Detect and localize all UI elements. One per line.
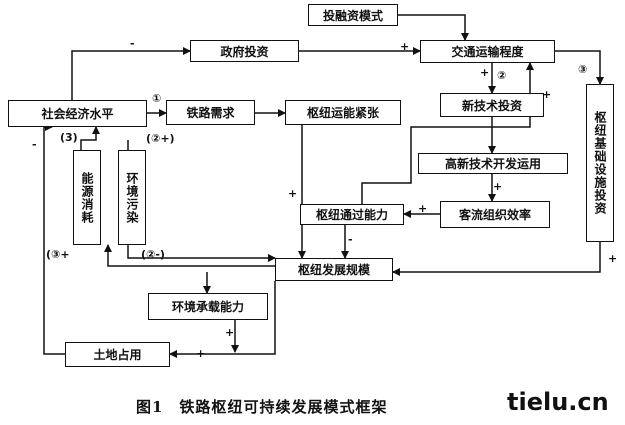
loop-label-2: ② — [497, 69, 507, 82]
loop-label-1: ① — [152, 92, 162, 105]
loop-label-2-minus-bottom: (②-) — [141, 248, 165, 261]
node-passenger-efficiency: 客流组织效率 — [440, 201, 550, 228]
sign-plus-infra-scale: + — [608, 252, 618, 265]
node-hub-scale: 枢纽发展规模 — [275, 258, 393, 281]
sign-plus-env-land: + — [225, 326, 235, 339]
node-hub-throughput: 枢纽通过能力 — [300, 204, 404, 225]
node-env-pollution: 环境污染 — [118, 150, 146, 245]
sign-minus-throughput-scale: - — [348, 233, 353, 246]
sign-plus-tight-scale: + — [288, 187, 298, 200]
node-investment-mode: 投融资模式 — [308, 4, 398, 26]
node-env-capacity-label: 环境承载能力 — [171, 300, 244, 314]
node-new-tech-investment-label: 新技术投资 — [461, 98, 522, 113]
sign-plus-scale-land: + — [196, 347, 206, 360]
node-hightech-application-label: 高新技术开发运用 — [444, 157, 541, 171]
node-hub-capacity-tight: 枢纽运能紧张 — [285, 100, 401, 125]
node-transport-level: 交通运输程度 — [420, 40, 555, 63]
node-hub-scale-label: 枢纽发展规模 — [297, 263, 370, 277]
loop-label-2-plus: (②+) — [146, 132, 175, 145]
node-energy-consumption-label: 能源消耗 — [80, 171, 94, 224]
node-passenger-efficiency-label: 客流组织效率 — [458, 208, 531, 222]
node-env-capacity: 环境承载能力 — [148, 293, 268, 320]
loop-label-3-plus-bottom: (③+ — [46, 248, 70, 261]
node-investment-mode-label: 投融资模式 — [322, 8, 383, 23]
node-energy-consumption: 能源消耗 — [73, 150, 101, 245]
sign-plus-passenger-throughput: + — [418, 202, 428, 215]
sign-minus-land-socio: - — [32, 138, 37, 151]
sign-plus-hightech-passenger: + — [493, 180, 503, 193]
node-hub-capacity-tight-label: 枢纽运能紧张 — [306, 106, 379, 120]
watermark-logo: tielu.cn — [507, 388, 609, 416]
node-railway-demand: 铁路需求 — [166, 100, 255, 125]
node-socio-economic-label: 社会经济水平 — [41, 107, 114, 121]
node-hub-infra-investment-label: 枢纽基础设施投资 — [593, 111, 607, 215]
node-gov-investment-label: 政府投资 — [220, 44, 269, 59]
node-hightech-application: 高新技术开发运用 — [418, 153, 568, 174]
node-land-use-label: 土地占用 — [93, 348, 142, 362]
sign-plus-transport-newtech: + — [480, 66, 490, 79]
node-transport-level-label: 交通运输程度 — [451, 45, 524, 59]
figure-caption: 图1 铁路枢纽可持续发展模式框架 — [136, 398, 388, 416]
node-gov-investment: 政府投资 — [190, 40, 299, 62]
node-socio-economic: 社会经济水平 — [8, 100, 147, 127]
node-new-tech-investment: 新技术投资 — [440, 93, 544, 117]
node-hub-throughput-label: 枢纽通过能力 — [315, 208, 388, 222]
node-land-use: 土地占用 — [65, 342, 170, 367]
sign-plus-gov-transport: + — [400, 40, 410, 53]
sign-mark-top: - — [130, 37, 135, 50]
sign-plus-throughput-transport: + — [542, 88, 552, 101]
node-hub-infra-investment: 枢纽基础设施投资 — [586, 84, 614, 242]
loop-label-3: ③ — [578, 63, 588, 76]
node-railway-demand-label: 铁路需求 — [186, 106, 235, 120]
node-env-pollution-label: 环境污染 — [125, 171, 139, 224]
loop-label-3-paren: (3) — [60, 131, 78, 144]
